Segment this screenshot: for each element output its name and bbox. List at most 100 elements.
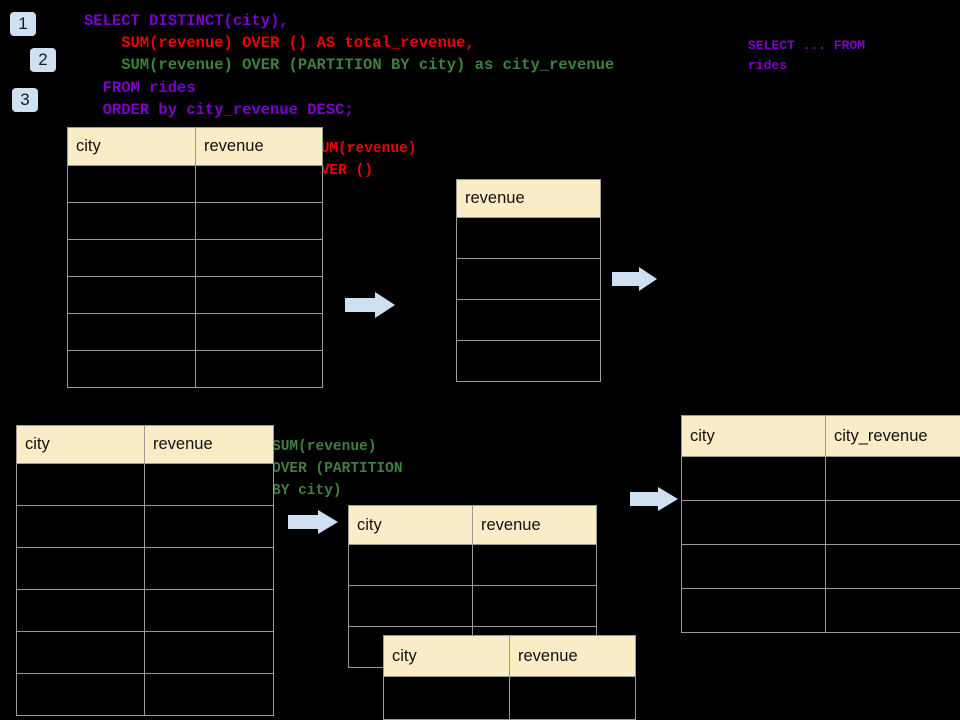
cell-revenue: [195, 350, 323, 388]
table-header-row: city revenue: [383, 635, 636, 677]
table-row: [67, 239, 323, 277]
step-badge-3-label: 3: [20, 90, 30, 109]
cell-city: [67, 276, 196, 314]
column-header-city: city: [383, 635, 510, 677]
annotation-over-partition-line-2: OVER (PARTITION: [272, 461, 403, 477]
rides-source-table-top: city revenue: [67, 127, 323, 388]
cell-city: [16, 673, 145, 716]
column-header-city: city: [348, 505, 473, 545]
column-header-city: city: [67, 127, 196, 166]
table-row: [16, 547, 274, 590]
cell-city-revenue: [825, 544, 960, 589]
sql-line-sum-over-partition: SUM(revenue) OVER (PARTITION BY city) as…: [84, 56, 615, 74]
annotation-over-empty-line-1: SUM(revenue): [312, 141, 417, 157]
sql-line-sum-over-empty: SUM(revenue) OVER () AS total_revenue,: [84, 34, 475, 52]
cell-revenue: [144, 463, 274, 506]
cell-revenue: [144, 547, 274, 590]
cell-revenue: [195, 276, 323, 314]
side-note-line-1: SELECT ... FROM: [748, 38, 866, 53]
cell-city: [681, 500, 826, 545]
table-row: [348, 544, 597, 586]
table-row: [456, 299, 601, 341]
column-header-revenue: revenue: [456, 179, 601, 218]
column-header-city-revenue: city_revenue: [825, 415, 960, 457]
cell-revenue: [144, 673, 274, 716]
table-header-row: city city_revenue: [681, 415, 960, 457]
table-row: [681, 456, 960, 501]
table-row: [456, 340, 601, 382]
table-row: [16, 505, 274, 548]
table-header-row: city revenue: [67, 127, 323, 166]
annotation-over-partition-line-3: BY city): [272, 483, 342, 499]
table-row: [67, 202, 323, 240]
arrow-source-to-partition-icon: [288, 510, 338, 534]
cell-revenue: [456, 340, 601, 382]
arrow-total-to-result-icon: [612, 267, 657, 291]
sql-line-order-by: ORDER by city_revenue DESC;: [84, 101, 354, 119]
partition-group-table-front: city revenue: [383, 635, 636, 720]
cell-city: [681, 456, 826, 501]
cell-revenue: [144, 589, 274, 632]
cell-city: [681, 544, 826, 589]
table-row: [16, 463, 274, 506]
cell-city: [348, 544, 473, 586]
cell-revenue: [144, 505, 274, 548]
table-row: [681, 544, 960, 589]
cell-city: [16, 547, 145, 590]
step-badge-2-label: 2: [38, 50, 48, 69]
cell-revenue: [509, 676, 636, 720]
table-row: [456, 217, 601, 259]
step-badge-2: 2: [30, 48, 56, 72]
cell-revenue: [195, 165, 323, 203]
table-row: [681, 588, 960, 633]
sql-line-from: FROM rides: [84, 79, 196, 97]
cell-city: [16, 463, 145, 506]
side-note-line-2: rides: [748, 58, 788, 73]
cell-revenue: [144, 631, 274, 674]
table-row: [383, 676, 636, 720]
table-header-row: city revenue: [16, 425, 274, 464]
table-row: [681, 500, 960, 545]
column-header-city: city: [681, 415, 826, 457]
column-header-revenue: revenue: [195, 127, 323, 166]
cell-revenue: [195, 239, 323, 277]
cell-city: [67, 313, 196, 351]
cell-revenue: [456, 258, 601, 300]
table-row: [16, 631, 274, 674]
table-row: [16, 673, 274, 716]
cell-revenue: [472, 544, 597, 586]
cell-city: [67, 202, 196, 240]
cell-city: [16, 631, 145, 674]
column-header-revenue: revenue: [144, 425, 274, 464]
step-badge-1-label: 1: [18, 14, 28, 33]
cell-revenue: [472, 585, 597, 627]
cell-city: [383, 676, 510, 720]
cell-city: [67, 350, 196, 388]
total-revenue-table: revenue: [456, 179, 601, 382]
step-badge-1: 1: [10, 12, 36, 36]
table-row: [67, 276, 323, 314]
cell-city-revenue: [825, 588, 960, 633]
cell-revenue: [456, 299, 601, 341]
arrow-partition-to-result-icon: [630, 487, 678, 511]
cell-revenue: [195, 313, 323, 351]
column-header-revenue: revenue: [509, 635, 636, 677]
table-row: [67, 313, 323, 351]
cell-city: [681, 588, 826, 633]
table-row: [16, 589, 274, 632]
table-row: [67, 165, 323, 203]
cell-revenue: [195, 202, 323, 240]
step-badge-3: 3: [12, 88, 38, 112]
sql-line-select: SELECT DISTINCT(city),: [84, 12, 289, 30]
table-header-row: city revenue: [348, 505, 597, 545]
cell-city-revenue: [825, 500, 960, 545]
cell-city: [16, 589, 145, 632]
cell-city: [348, 585, 473, 627]
cell-city-revenue: [825, 456, 960, 501]
arrow-source-to-total-icon: [345, 292, 395, 318]
cell-revenue: [456, 217, 601, 259]
cell-city: [67, 239, 196, 277]
table-header-row: revenue: [456, 179, 601, 218]
cell-city: [67, 165, 196, 203]
